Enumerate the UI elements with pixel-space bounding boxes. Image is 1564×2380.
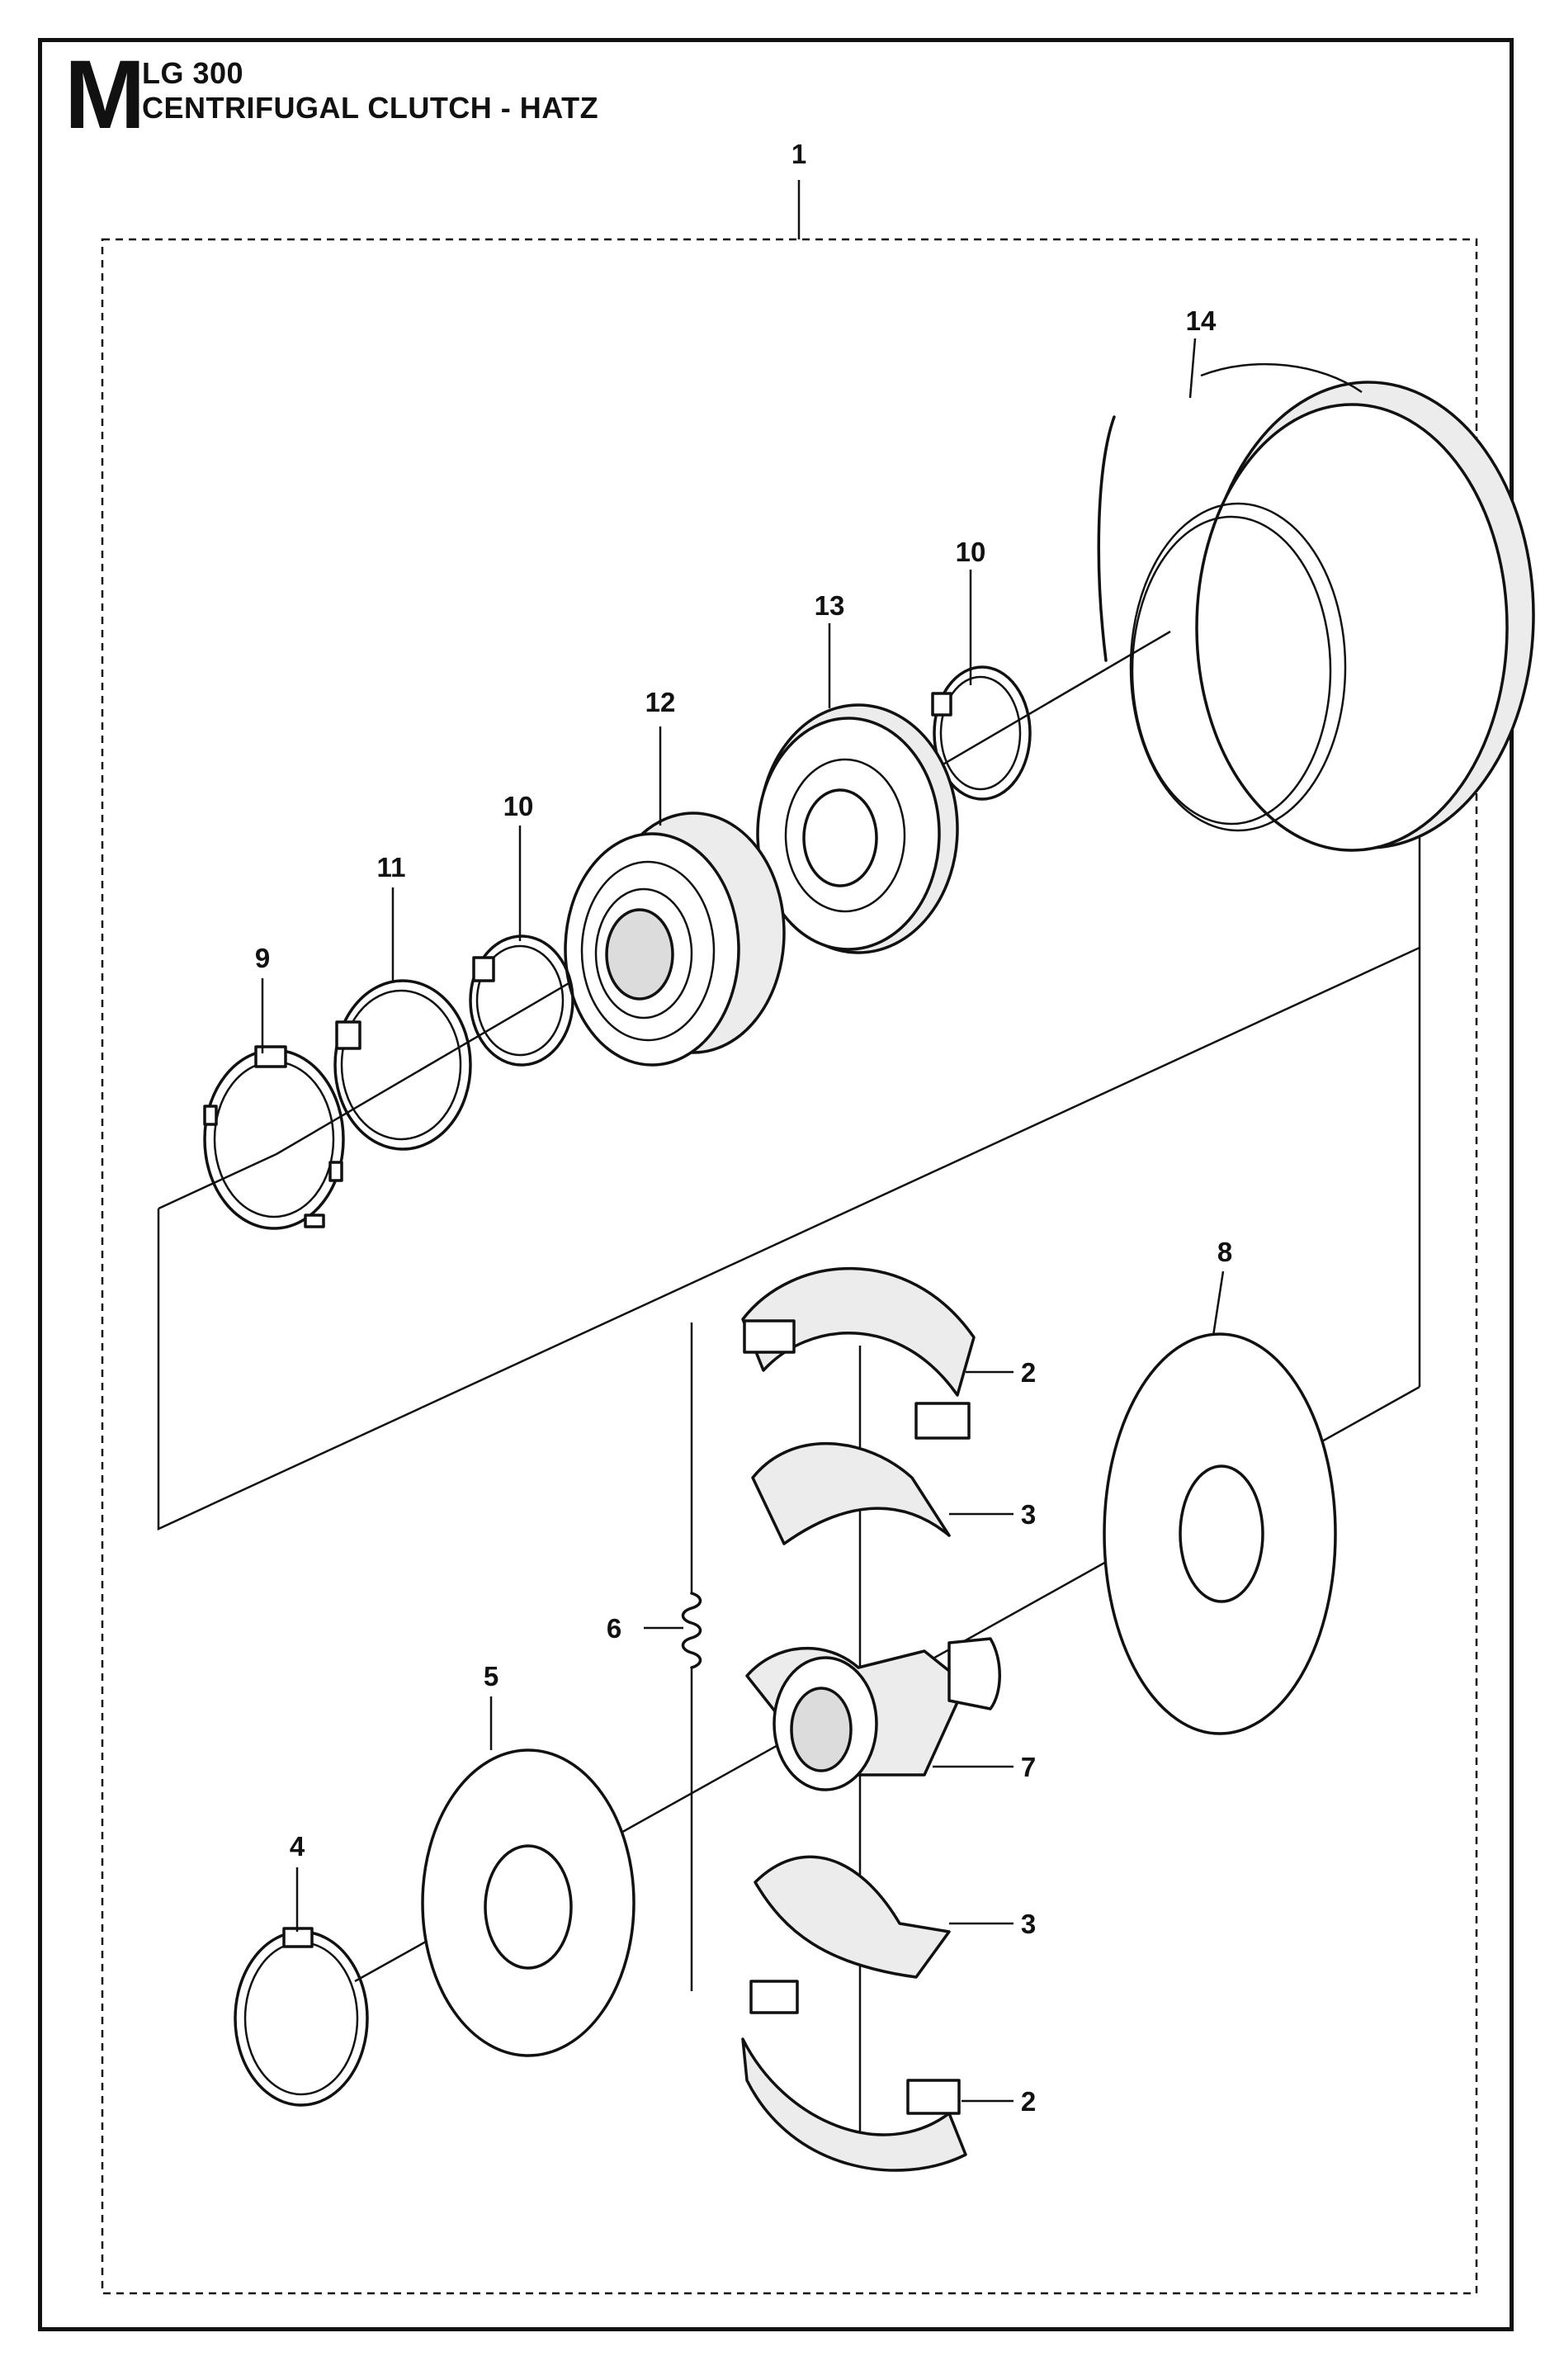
tension-spring xyxy=(681,1322,702,1991)
callout-7: 7 xyxy=(1021,1752,1036,1782)
large-washer xyxy=(1103,1332,1337,1735)
clutch-hub xyxy=(745,1637,1001,1791)
upper-group-bracket xyxy=(157,809,1421,1531)
clutch-shoe-upper xyxy=(741,1266,976,1440)
callout-8: 8 xyxy=(1217,1237,1232,1267)
title-block: LG 300 CENTRIFUGAL CLUTCH - HATZ xyxy=(142,56,598,125)
ball-bearing xyxy=(564,811,786,1067)
clutch-shoe-lower xyxy=(741,1980,967,2172)
section-letter: M xyxy=(64,40,145,149)
callout-3-lower: 3 xyxy=(1021,1909,1036,1939)
washer xyxy=(421,1748,636,2057)
retaining-ring xyxy=(203,1045,345,1230)
callout-2-upper: 2 xyxy=(1021,1357,1036,1388)
leader-lines xyxy=(261,338,1225,2103)
upper-group-bracket-top xyxy=(158,1152,277,1210)
callout-10-upper: 10 xyxy=(956,537,986,567)
clutch-weight-lower xyxy=(754,1855,951,1979)
callout-6: 6 xyxy=(607,1613,621,1644)
callout-4: 4 xyxy=(290,1831,305,1862)
circlip-lower xyxy=(469,934,574,1067)
callout-14: 14 xyxy=(1186,305,1217,336)
drawing-border xyxy=(38,38,1514,2331)
callout-2-lower: 2 xyxy=(1021,2086,1036,2117)
bearing-disc xyxy=(756,703,959,954)
callout-9: 9 xyxy=(255,943,270,973)
callout-1: 1 xyxy=(791,139,806,169)
callout-12: 12 xyxy=(645,687,676,717)
callout-5: 5 xyxy=(484,1661,498,1692)
circlip-upper xyxy=(931,665,1032,801)
retaining-ring-lower xyxy=(234,1927,369,2107)
callout-3-upper: 3 xyxy=(1021,1499,1036,1530)
callout-10-lower: 10 xyxy=(503,791,534,821)
clutch-drum xyxy=(1097,362,1535,852)
assembly-bracket xyxy=(101,180,1478,2295)
callout-11: 11 xyxy=(377,852,406,882)
clutch-weight-upper xyxy=(751,1442,951,1545)
page-title: CENTRIFUGAL CLUTCH - HATZ xyxy=(142,91,599,125)
snap-ring xyxy=(333,979,472,1151)
model-name: LG 300 xyxy=(142,56,244,90)
callout-13: 13 xyxy=(815,590,845,621)
